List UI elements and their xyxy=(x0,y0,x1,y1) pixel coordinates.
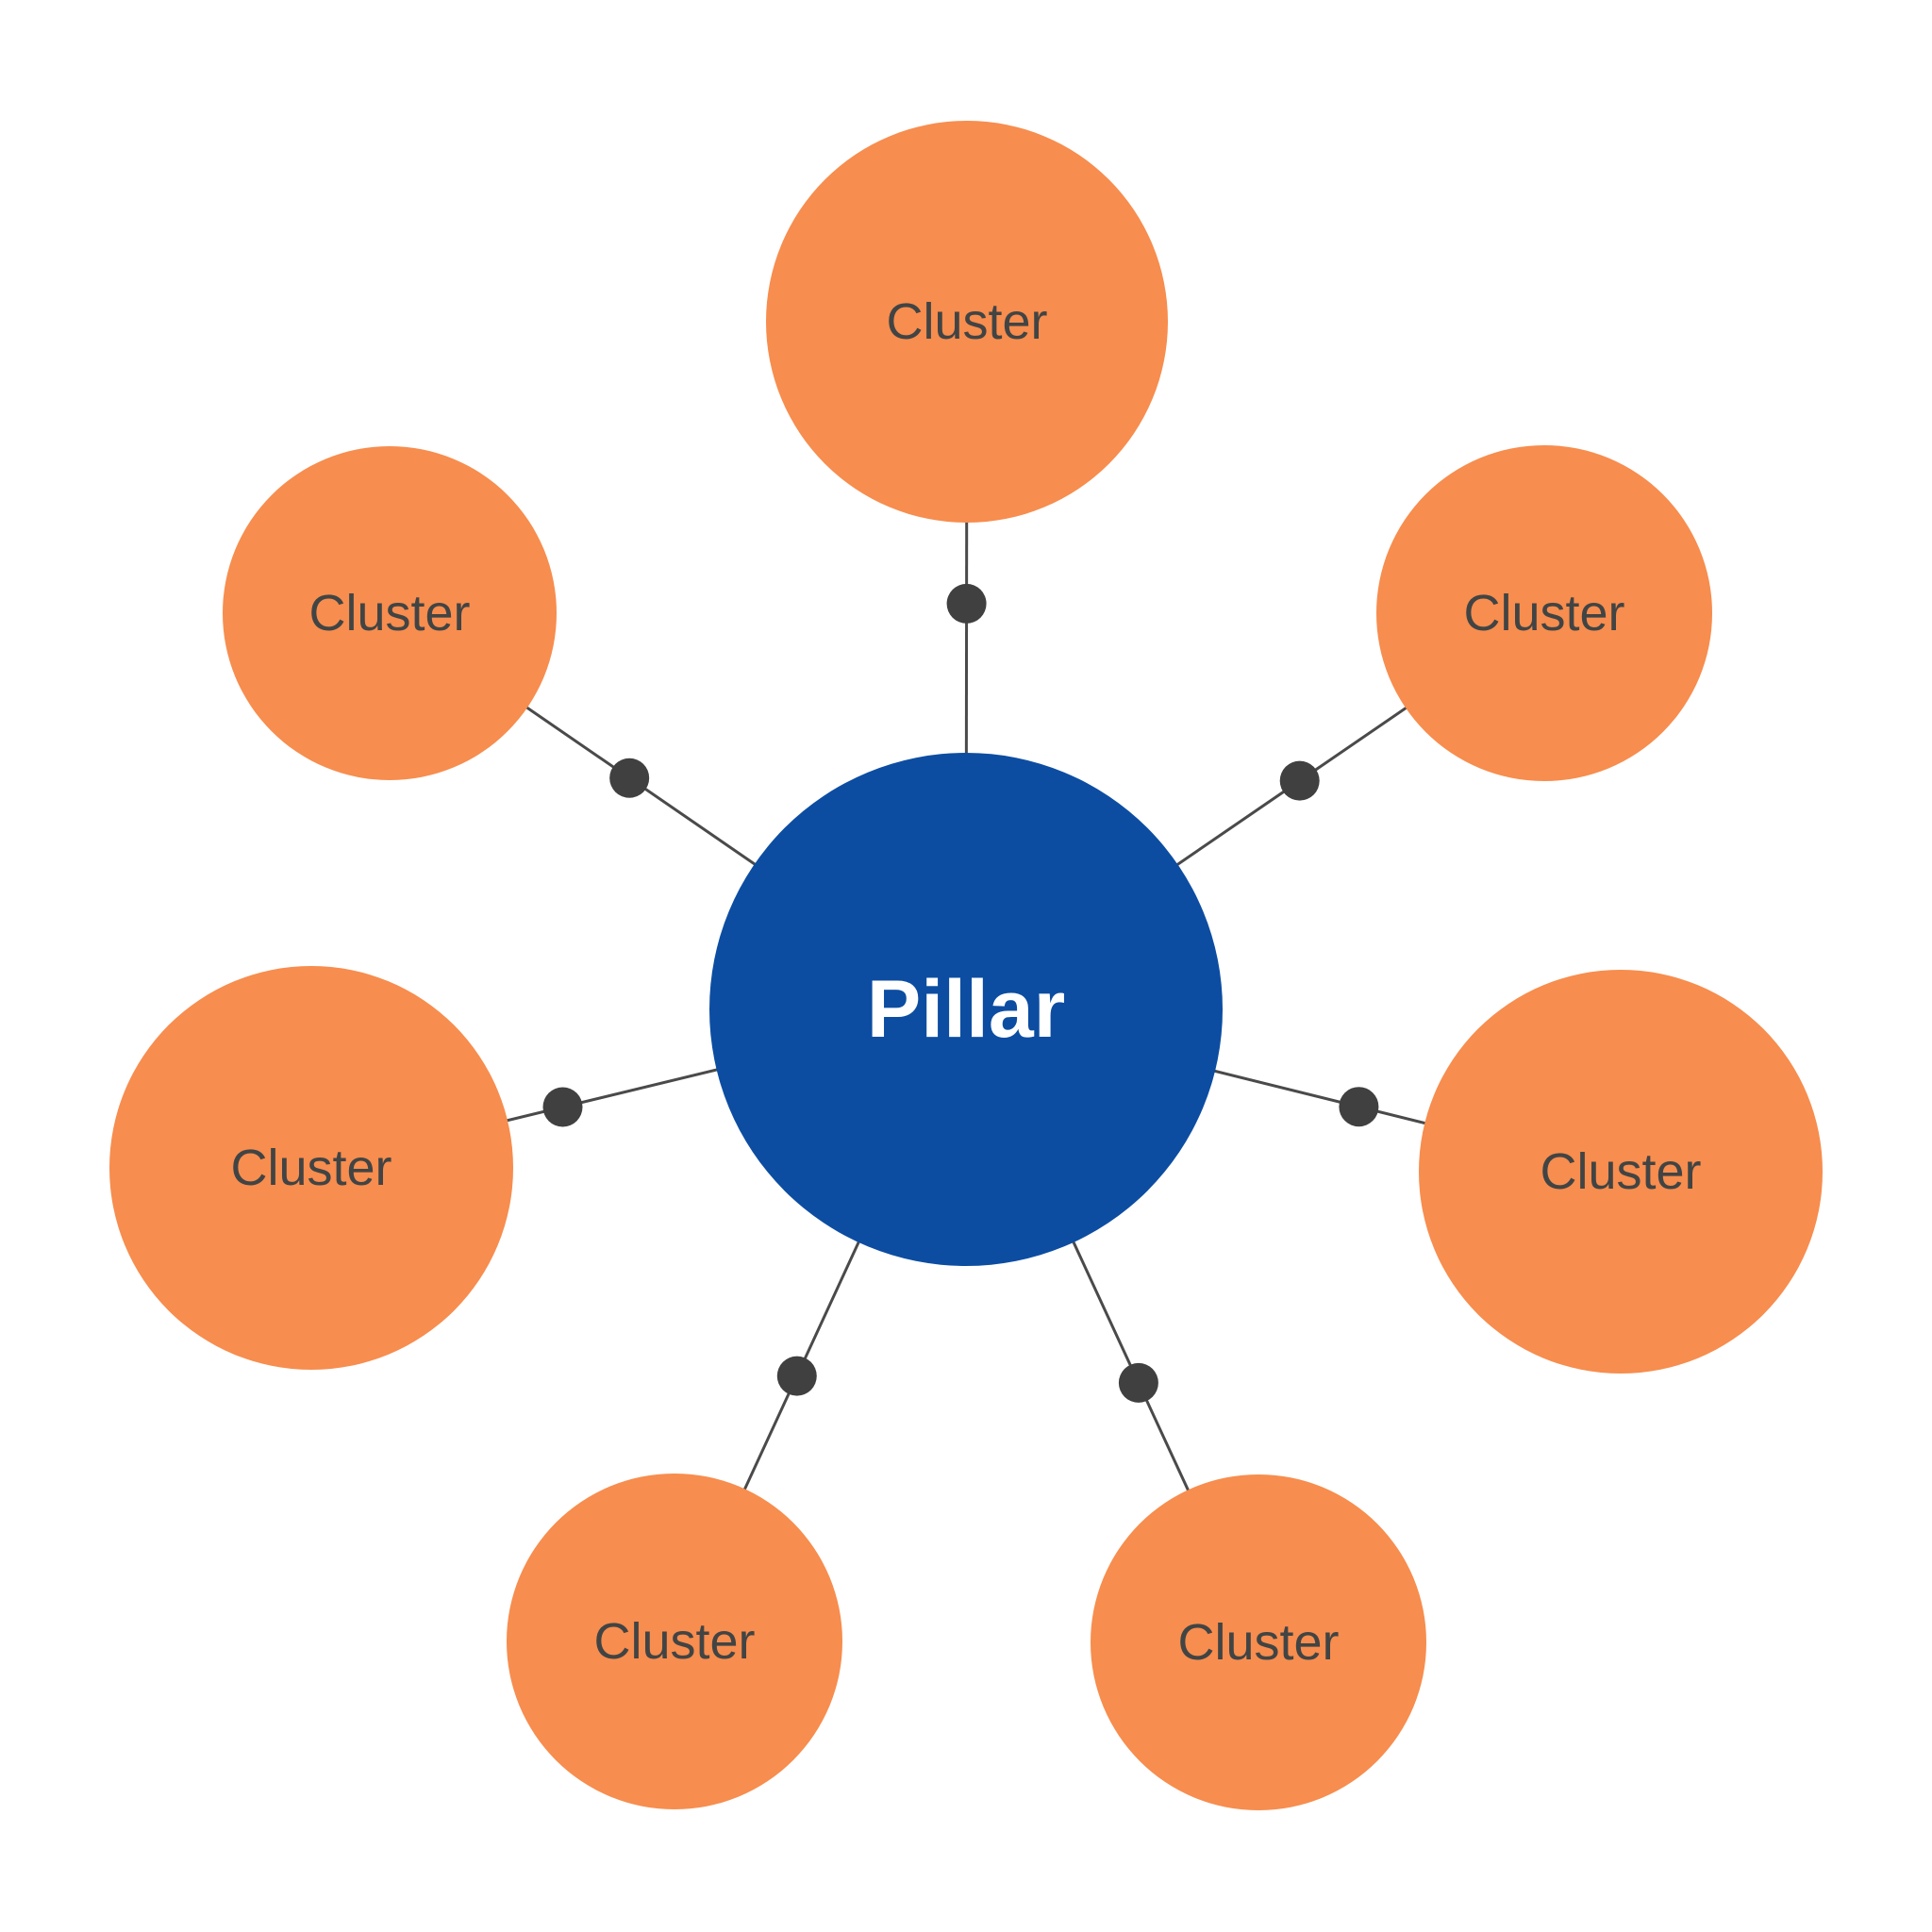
connector-dot xyxy=(1118,1362,1158,1403)
pillar xyxy=(709,753,1223,1266)
connector-dot xyxy=(946,583,987,624)
pillar-label: Pillar xyxy=(867,964,1065,1055)
cluster-label: Cluster xyxy=(1463,585,1624,641)
cluster-label: Cluster xyxy=(230,1140,391,1196)
connector-dot xyxy=(542,1087,583,1127)
cluster-lower-left xyxy=(507,1474,842,1809)
connector-dot xyxy=(1339,1087,1379,1127)
connector-dot xyxy=(1279,760,1320,801)
cluster-left xyxy=(109,966,513,1370)
cluster-label: Cluster xyxy=(1540,1143,1701,1200)
cluster-top xyxy=(766,121,1168,523)
cluster-lower-right xyxy=(1091,1474,1426,1810)
cluster-upper-left xyxy=(223,446,557,780)
connector-dot xyxy=(609,758,650,798)
cluster-upper-right xyxy=(1376,445,1712,781)
cluster-right xyxy=(1419,970,1823,1374)
cluster-label: Cluster xyxy=(308,585,470,641)
cluster-label: Cluster xyxy=(1177,1614,1339,1671)
cluster-label: Cluster xyxy=(593,1613,755,1670)
connector-dot xyxy=(776,1356,817,1396)
cluster-label: Cluster xyxy=(886,293,1047,350)
